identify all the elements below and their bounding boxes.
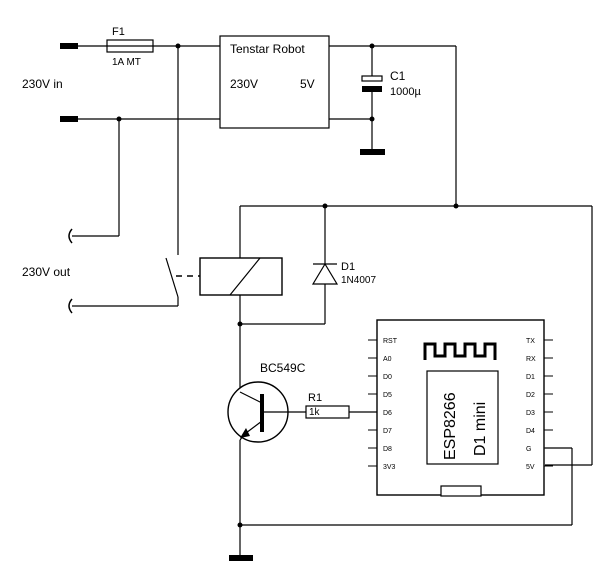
fuse-value: 1A MT [112, 57, 141, 68]
pin-label-right: RX [526, 356, 536, 363]
pin-label-right: D2 [526, 392, 535, 399]
pin-label-right: D3 [526, 410, 535, 417]
resistor-value: 1k [309, 407, 321, 418]
capacitor-value: 1000µ [390, 86, 421, 98]
relay-coil [199, 206, 283, 392]
esp8266-module: ESP8266 D1 mini [376, 319, 545, 497]
live-wire [78, 39, 220, 53]
psu-input-label: 230V [230, 77, 258, 91]
chip-outline [426, 370, 499, 465]
usb-connector [440, 485, 482, 497]
pin-label-right: 5V [526, 464, 535, 471]
antenna-icon [423, 342, 497, 360]
supply-rail [240, 203, 593, 466]
output-label: 230V out [22, 265, 71, 279]
fuse-ref: F1 [112, 26, 125, 38]
pin-label-left: A0 [383, 356, 392, 363]
pin-label-left: RST [383, 338, 398, 345]
diode-ref: D1 [341, 261, 355, 273]
input-terminals [60, 43, 78, 122]
transistor-bc549c [227, 381, 306, 561]
module-variant: D1 mini [472, 402, 489, 456]
diode-value: 1N4007 [341, 275, 376, 286]
psu-output-label: 5V [300, 77, 315, 91]
resistor-r1 [305, 405, 377, 419]
pin-label-left: D7 [383, 428, 392, 435]
relay-contact [165, 46, 200, 306]
resistor-ref: R1 [308, 392, 322, 404]
module-name: ESP8266 [442, 392, 459, 460]
pin-label-left: D8 [383, 446, 392, 453]
diode-d1 [240, 206, 339, 325]
capacitor-ref: C1 [390, 69, 406, 83]
pin-label-right: G [526, 446, 531, 453]
pin-label-right: D4 [526, 428, 535, 435]
pin-label-left: D6 [383, 410, 392, 417]
pin-label-right: D1 [526, 374, 535, 381]
capacitor-c1 [360, 46, 385, 155]
psu-title: Tenstar Robot [230, 42, 305, 56]
input-label: 230V in [22, 77, 63, 91]
pin-label-left: D0 [383, 374, 392, 381]
neutral-wire [78, 116, 220, 122]
pin-label-left: 3V3 [383, 464, 396, 471]
junction-dot [453, 203, 459, 209]
psu-module [219, 35, 330, 129]
psu-output-wires [329, 43, 457, 206]
pin-label-right: TX [526, 338, 535, 345]
transistor-label: BC549C [260, 361, 306, 375]
pin-label-left: D5 [383, 392, 392, 399]
output-terminals [68, 119, 178, 314]
